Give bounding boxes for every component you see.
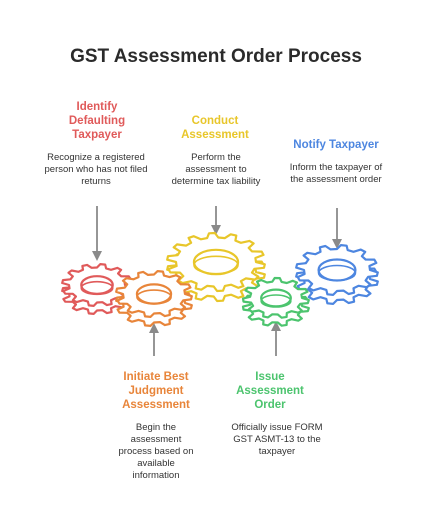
step-conduct-title: Conduct Assessment [181,115,249,141]
gear-initiate [115,270,193,327]
step-identify-title: Identify Defaulting Taxpayer [68,101,126,141]
step-identify-description: Recognize a registered person who has no… [44,152,148,187]
step-initiate-title: Initiate Best Judgment Assessment [122,371,190,411]
gear-notify-hub-inner [317,264,357,282]
step-conduct-description: Perform the assessment to determine tax … [171,152,261,187]
gear-identify [61,263,133,315]
step-issue-description: Officially issue FORM GST ASMT-13 to the… [231,422,323,457]
step-notify-description: Inform the taxpayer of the assessment or… [289,162,383,185]
gear-initiate-hub-inner [136,289,172,305]
step-notify-title: Notify Taxpayer [293,139,379,151]
gear-notify [295,244,379,305]
gear-issue-hub [260,288,292,308]
gear-conduct-hub-inner [193,255,239,275]
step-initiate-description: Begin the assessment process based on av… [118,422,194,481]
diagram-title: GST Assessment Order Process [70,46,362,67]
gear-initiate-hub [135,283,173,305]
gear-issue-hub-inner [260,294,292,308]
gear-issue [241,276,310,327]
gear-identify-hub-inner [80,280,114,296]
gear-conduct [166,231,266,303]
gear-identify-hub [80,275,114,295]
gear-notify-hub [317,258,357,282]
step-issue-title: Issue Assessment Order [236,371,304,411]
